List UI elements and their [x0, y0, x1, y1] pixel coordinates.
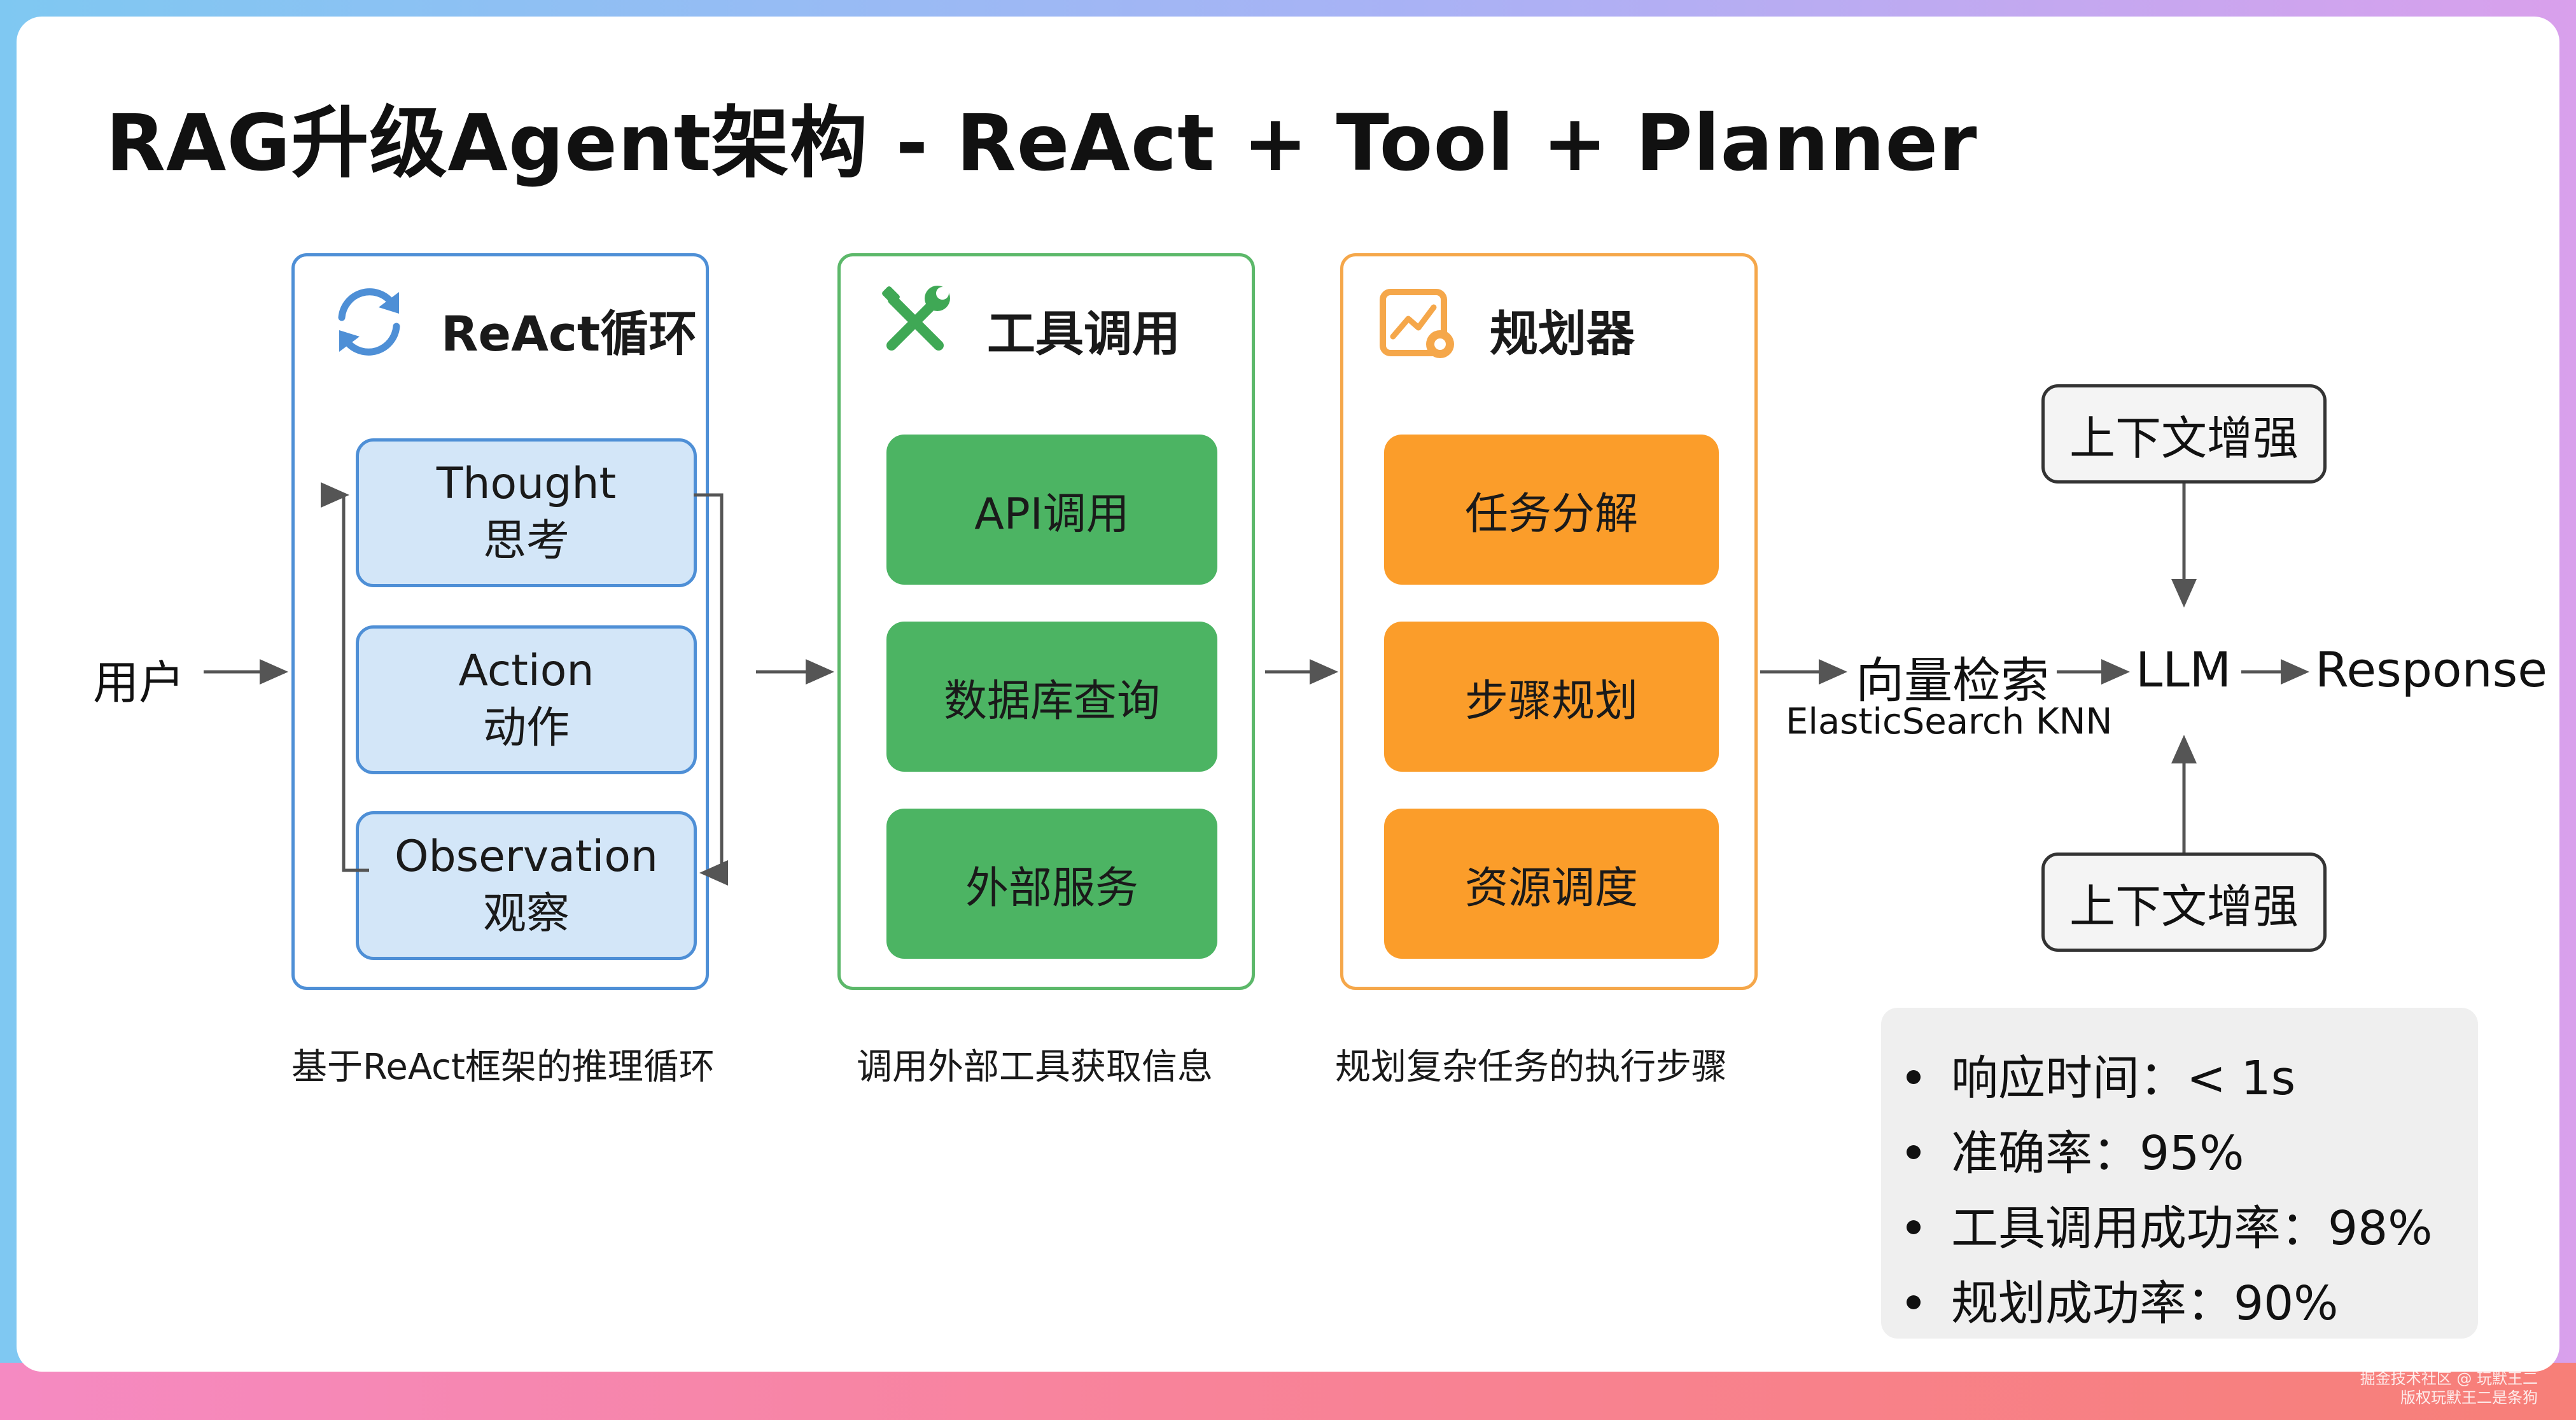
thought-label-en: Thought	[436, 459, 617, 509]
slide-canvas: RAG升级Agent架构 - ReAct + Tool + Planner 用户…	[17, 17, 2559, 1372]
elasticsearch-knn-label: ElasticSearch KNN	[1786, 701, 2113, 742]
metric-item: 响应时间：< 1s	[1907, 1041, 2432, 1116]
planner-panel: 规划器 任务分解 步骤规划 资源调度	[1340, 253, 1758, 990]
metric-item: 准确率：95%	[1907, 1116, 2432, 1191]
context-enhance-top-label: 上下文增强	[2069, 411, 2299, 465]
context-enhance-top-box: 上下文增强	[2041, 384, 2327, 484]
loop-left-connector	[321, 482, 369, 872]
thought-box: Thought 思考	[356, 438, 697, 587]
bullet-dot	[1907, 1220, 1921, 1235]
tool-call-panel: 工具调用 API调用 数据库查询 外部服务	[837, 253, 1255, 990]
metric-planning-success: 规划成功率：90%	[1951, 1276, 2339, 1331]
react-loop-panel: ReAct循环 Thought 思考 Action 动作 Observation…	[291, 253, 709, 990]
resource-scheduling-label: 资源调度	[1464, 863, 1638, 914]
metric-response-time: 响应时间：< 1s	[1951, 1051, 2296, 1106]
metric-accuracy: 准确率：95%	[1951, 1126, 2244, 1181]
llm-label: LLM	[2136, 641, 2232, 698]
bottom-gradient-band	[0, 1363, 2576, 1420]
task-decompose-label: 任务分解	[1464, 489, 1638, 539]
react-caption: 基于ReAct框架的推理循环	[291, 1047, 715, 1088]
user-label: 用户	[93, 656, 185, 709]
step-planning-box: 步骤规划	[1384, 622, 1719, 772]
external-service-box: 外部服务	[886, 809, 1217, 959]
watermark: 掘金技术社区 @ 玩默王二 版权玩默王二是条狗	[2360, 1369, 2538, 1407]
action-label-en: Action	[458, 646, 594, 696]
tool-panel-title: 工具调用	[987, 305, 1180, 362]
connector-arrows	[204, 482, 2309, 886]
bullet-dot	[1907, 1295, 1921, 1310]
thought-label-zh: 思考	[482, 516, 570, 566]
external-service-label: 外部服务	[965, 863, 1138, 914]
task-decompose-box: 任务分解	[1384, 435, 1719, 585]
response-label: Response	[2315, 641, 2548, 698]
action-label-zh: 动作	[482, 703, 570, 753]
watermark-line-1: 掘金技术社区 @ 玩默王二	[2360, 1370, 2538, 1388]
observation-box: Observation 观察	[356, 811, 697, 960]
bullet-dot	[1907, 1145, 1921, 1160]
wrench-screwdriver-icon	[882, 286, 950, 351]
planner-chart-gear-icon	[1380, 289, 1454, 358]
resource-scheduling-box: 资源调度	[1384, 809, 1719, 959]
planner-caption: 规划复杂任务的执行步骤	[1335, 1047, 1727, 1088]
metrics-box: 响应时间：< 1s 准确率：95% 工具调用成功率：98% 规划成功率：90%	[1881, 1008, 2478, 1339]
context-enhance-bottom-label: 上下文增强	[2069, 879, 2299, 933]
react-panel-title: ReAct循环	[441, 305, 697, 362]
vector-retrieval-label: 向量检索	[1856, 652, 2049, 709]
metric-item: 规划成功率：90%	[1907, 1266, 2432, 1341]
planner-panel-title: 规划器	[1490, 305, 1635, 362]
api-call-box: API调用	[886, 435, 1217, 585]
watermark-line-2: 版权玩默王二是条狗	[2400, 1389, 2538, 1407]
context-enhance-bottom-box: 上下文增强	[2041, 853, 2327, 952]
tool-caption: 调用外部工具获取信息	[857, 1047, 1213, 1088]
metrics-list: 响应时间：< 1s 准确率：95% 工具调用成功率：98% 规划成功率：90%	[1907, 1041, 2432, 1341]
slide-title: RAG升级Agent架构 - ReAct + Tool + Planner	[106, 98, 1978, 188]
loop-right-connector	[694, 493, 728, 886]
bullet-dot	[1907, 1070, 1921, 1085]
observation-label-zh: 观察	[482, 889, 570, 939]
metric-tool-success: 工具调用成功率：98%	[1951, 1201, 2433, 1256]
database-query-box: 数据库查询	[886, 622, 1217, 772]
database-query-label: 数据库查询	[943, 676, 1160, 727]
step-planning-label: 步骤规划	[1464, 676, 1638, 727]
observation-label-en: Observation	[394, 832, 659, 882]
metric-item: 工具调用成功率：98%	[1907, 1191, 2432, 1266]
refresh-cycle-icon	[338, 288, 400, 356]
api-call-label: API调用	[974, 489, 1130, 539]
action-box: Action 动作	[356, 625, 697, 774]
